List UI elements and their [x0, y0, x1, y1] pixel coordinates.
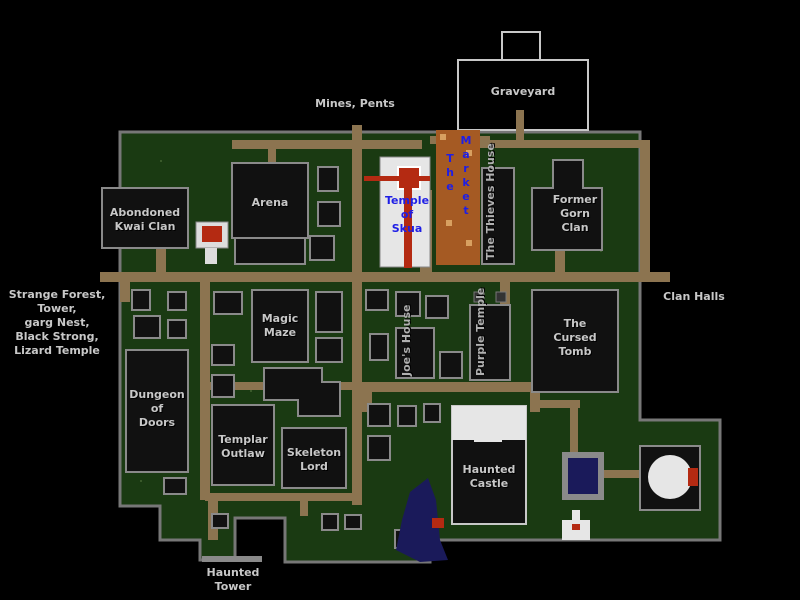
thieves-house-building — [481, 167, 515, 265]
label-joes-house[interactable]: Joe's House — [400, 304, 413, 376]
arena-building — [231, 162, 309, 239]
label-cursed-tomb[interactable]: The Cursed Tomb — [553, 317, 597, 358]
label-haunted-castle[interactable]: Haunted Castle — [462, 463, 516, 490]
label-skeleton-lord[interactable]: Skeleton Lord — [286, 446, 342, 473]
graveyard-gate — [501, 31, 541, 61]
purple-temple-pillars — [473, 291, 507, 303]
label-magic-maze[interactable]: Magic Maze — [261, 312, 299, 339]
arena-annex — [234, 237, 306, 265]
haunted-tower-gate — [202, 556, 262, 562]
label-market[interactable]: Market — [460, 134, 472, 217]
market-floor — [436, 130, 480, 265]
shrine-steps — [205, 248, 217, 264]
temple-carpet-h — [364, 176, 430, 181]
templar-outlaw-building — [211, 404, 275, 486]
purple-temple-building — [469, 304, 511, 381]
pond — [396, 478, 448, 562]
label-clan-halls[interactable]: Clan Halls — [663, 290, 725, 303]
small-hut-mark — [572, 524, 580, 530]
shrine-altar — [202, 226, 222, 242]
label-mines-pents[interactable]: Mines, Pents — [315, 97, 395, 110]
haunted-castle-tower — [474, 420, 502, 442]
label-haunted-tower[interactable]: Haunted Tower — [206, 566, 260, 593]
market-stalls — [440, 134, 472, 246]
arena-side-rooms — [309, 166, 341, 261]
magic-maze-building — [251, 289, 309, 363]
statue — [432, 518, 444, 528]
temple-carpet-v — [404, 188, 412, 268]
round-building — [648, 455, 692, 499]
label-gorn-clan[interactable]: Former Gorn Clan — [552, 193, 598, 234]
label-thieves-house[interactable]: The Thieves House — [484, 143, 497, 260]
south-houses — [211, 513, 362, 531]
kwai-clan-building — [101, 187, 189, 249]
joes-house-building — [395, 327, 435, 379]
gorn-clan-building — [531, 159, 603, 251]
skeleton-lord-building — [281, 427, 347, 489]
cursed-tomb-building — [531, 289, 619, 393]
graveyard-path — [516, 110, 524, 144]
label-arena[interactable]: Arena — [251, 196, 289, 209]
label-temple-of-skua[interactable]: Temple of Skua — [384, 194, 430, 235]
west-houses — [131, 289, 187, 495]
round-building-door — [688, 468, 698, 486]
label-templar-outlaw[interactable]: Templar Outlaw — [218, 433, 268, 460]
label-graveyard[interactable]: Graveyard — [490, 85, 556, 98]
label-market-prefix[interactable]: The — [446, 152, 454, 193]
small-hut-door — [572, 510, 580, 522]
lshaped-building — [263, 367, 341, 417]
label-kwai-clan[interactable]: Abondoned Kwai Clan — [109, 206, 181, 233]
maze-area-houses — [211, 291, 343, 398]
label-purple-temple[interactable]: Purple Temple — [474, 287, 487, 376]
dungeon-of-doors-building — [125, 349, 189, 473]
label-strange-forest[interactable]: Strange Forest, Tower, garg Nest, Black … — [8, 288, 106, 357]
label-dungeon-of-doors[interactable]: Dungeon of Doors — [129, 388, 185, 429]
pool-water — [568, 458, 598, 494]
